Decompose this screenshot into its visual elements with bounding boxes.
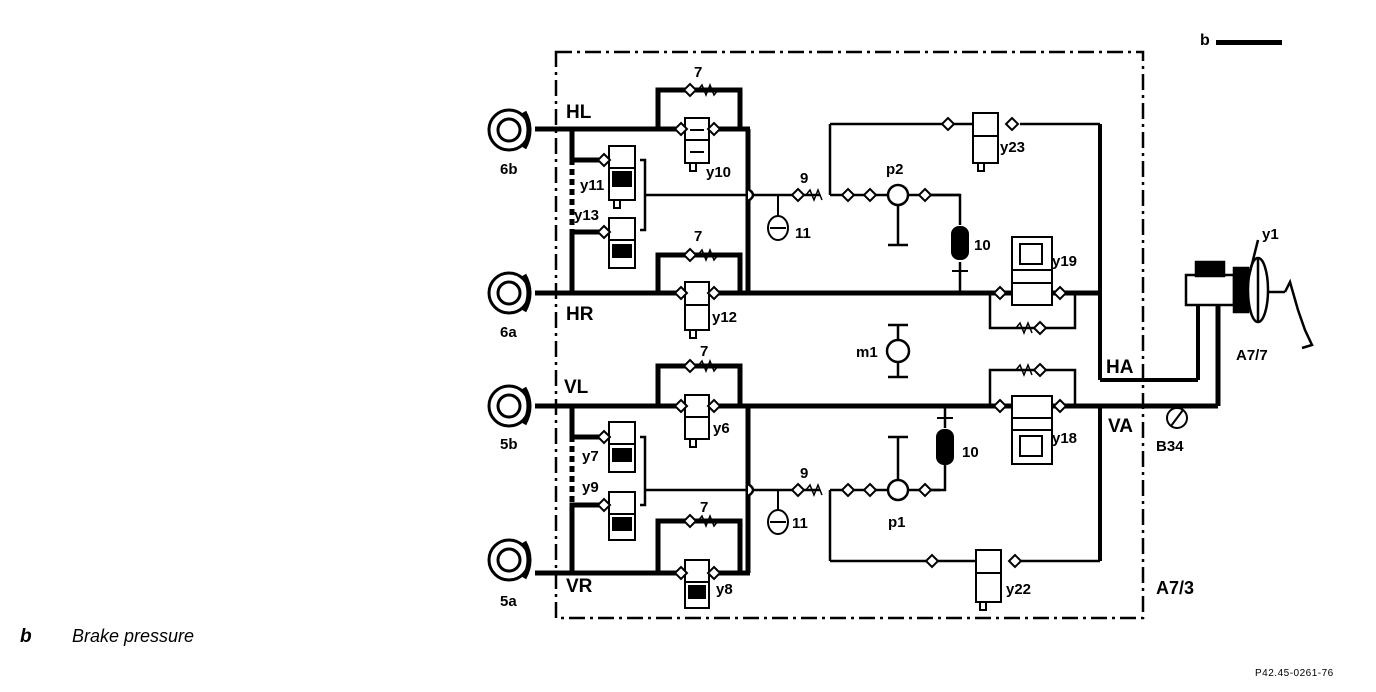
pump-p2 [886,183,910,247]
label-a77: A7/7 [1236,347,1268,364]
label-y18: y18 [1052,430,1077,447]
label-y6: y6 [713,420,730,437]
damper-11-front [767,490,789,535]
crossover-loops [747,187,755,498]
wheel-label-rear-left: 6b [500,161,518,178]
check-valve-markers [596,82,1068,581]
valve-y7 [608,421,636,473]
circuit-label-vl: VL [564,377,589,398]
reference-code: P42.45-0261-76 [1255,668,1334,679]
label-a73: A7/3 [1156,578,1194,598]
wheel-label-rear-right: 6a [500,324,517,341]
label-restrictor-rear: 9 [800,170,808,187]
label-y13: y13 [574,207,599,224]
label-accumulator-rear: 10 [974,237,991,254]
valve-y18 [1011,395,1053,465]
label-accumulator-front: 10 [962,444,979,461]
caption-letter: b [20,626,32,647]
label-restrictor-front: 9 [800,465,808,482]
valve-y22 [975,549,1002,611]
label-y10: y10 [706,164,731,181]
label-y8: y8 [716,581,733,598]
label-p1: p1 [888,514,906,531]
wheel-front-left [487,384,532,428]
diagram-labels: 6b 6a 5b 5a HL HR VL VR HA VA 7 7 7 7 y1… [500,64,1279,610]
valve-y19 [1011,236,1053,306]
label-p2: p2 [886,161,904,178]
damper-11-rear [767,195,789,241]
circuit-label-hl: HL [566,102,592,123]
label-check-valve-vl: 7 [700,343,708,360]
wheel-label-front-left: 5b [500,436,518,453]
label-y1: y1 [1262,226,1279,243]
legend-line [1216,40,1282,45]
label-y19: y19 [1052,253,1077,270]
circuit-label-va: VA [1108,416,1133,437]
front-circuit-lines [535,305,1221,576]
valve-y6 [684,394,710,448]
valve-y9 [608,491,636,541]
circuit-label-ha: HA [1106,357,1134,378]
label-damper-front: 11 [792,515,808,532]
label-y23: y23 [1000,139,1025,156]
label-damper-rear: 11 [795,225,811,242]
valve-y10 [684,117,710,172]
accumulator-10-rear [951,226,969,272]
caption-text: Brake pressure [72,626,195,646]
wheel-label-front-right: 5a [500,593,517,610]
wheel-rear-right [487,271,532,315]
label-y12: y12 [712,309,737,326]
pump-p1 [886,435,910,502]
label-y9: y9 [582,479,599,496]
valve-y23 [972,112,999,172]
label-b34: B34 [1156,438,1184,455]
accumulator-10-front [936,417,954,465]
pressure-sensor-b34 [1166,407,1188,429]
circuit-label-vr: VR [566,576,593,597]
label-m1: m1 [856,344,878,361]
legend-letter: b [1200,32,1210,49]
label-y11: y11 [580,177,604,194]
motor-m1 [885,323,911,379]
label-check-valve-hr: 7 [694,228,702,245]
label-y7: y7 [582,448,599,465]
label-check-valve-hl: 7 [694,64,702,81]
wheel-front-right [487,538,532,582]
rear-return-lines [640,122,1200,382]
circuit-label-hr: HR [566,304,594,325]
valve-y11 [608,145,636,209]
wheel-rear-left [487,108,532,152]
label-check-valve-vr: 7 [700,499,708,516]
valve-y13 [608,217,636,269]
valve-y8 [684,559,710,609]
housing-boundary [554,50,1145,620]
master-cylinder-a77 [1184,239,1314,350]
label-y22: y22 [1006,581,1031,598]
spring-markers [697,82,1033,529]
valve-y12 [684,281,710,339]
